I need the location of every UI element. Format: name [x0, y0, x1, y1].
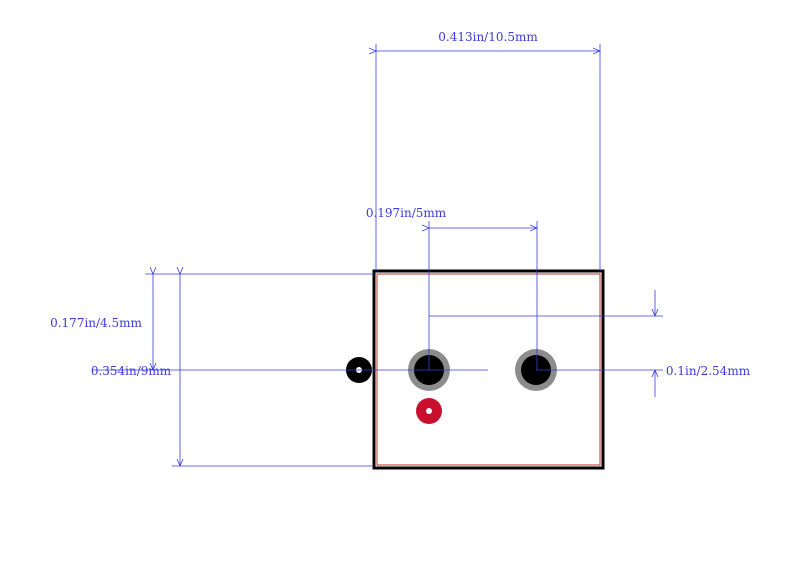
pin1-marker	[416, 398, 442, 424]
dim-pin-offset-small: 0.1in/2.54mm	[666, 364, 751, 378]
dim-pin-pitch: 0.197in/5mm	[366, 206, 447, 220]
dim-pin-offset-y: 0.177in/4.5mm	[50, 316, 142, 330]
body-inner-outline	[376, 273, 601, 466]
dim-overall-width: 0.413in/10.5mm	[438, 30, 538, 44]
dim-overall-height: 0.354in/9mm	[91, 364, 172, 378]
dimension-lines	[92, 44, 663, 466]
body-outline	[372, 269, 605, 470]
